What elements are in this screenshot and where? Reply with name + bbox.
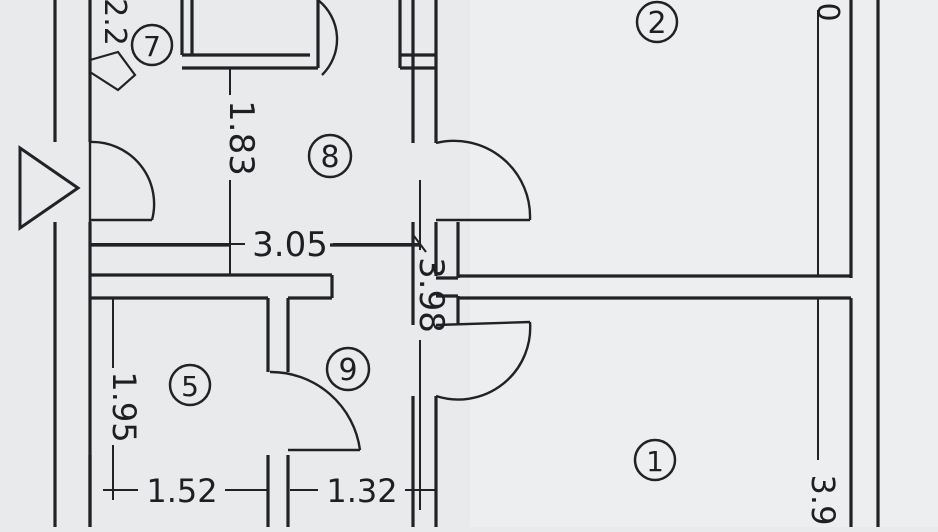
room-markers: 2 7 8 5 9 1 <box>130 0 679 482</box>
paper-highlight <box>470 0 938 527</box>
room-9-number: 9 <box>338 353 357 388</box>
room-8-circle <box>307 133 353 179</box>
dimension-3-98: 3.98 <box>411 257 451 333</box>
room-5-circle <box>168 363 212 407</box>
dimension-partial-bottom-right: 3.9 <box>804 475 842 526</box>
entrance-marker <box>18 145 81 231</box>
room-2-number: 2 <box>647 6 666 41</box>
dimension-1-95: 1.95 <box>105 371 143 442</box>
exterior-walls <box>53 0 880 527</box>
dimension-lines <box>89 10 819 510</box>
dimension-partial-top-right: 0 <box>810 2 845 21</box>
dimension-labels: 1.83 3.05 3.98 1.95 1.52 1.32 2.2 0 3.9 <box>97 0 845 525</box>
room-2-circle <box>635 0 679 44</box>
doors <box>88 0 532 452</box>
dimension-3-05: 3.05 <box>252 225 328 265</box>
room-1-circle <box>633 438 677 482</box>
wc-block <box>89 0 436 92</box>
room-5-number: 5 <box>181 370 199 403</box>
room-8-number: 8 <box>320 140 339 175</box>
room-1-number: 1 <box>646 445 664 478</box>
room-7-number: 7 <box>143 30 161 63</box>
dimension-1-32: 1.32 <box>326 472 397 510</box>
room-7-circle <box>130 23 174 67</box>
dimension-partial-top-left: 2.2 <box>97 0 132 46</box>
dimension-1-52: 1.52 <box>146 472 217 510</box>
dimension-1-83: 1.83 <box>221 100 261 176</box>
room-9-circle <box>325 346 371 392</box>
